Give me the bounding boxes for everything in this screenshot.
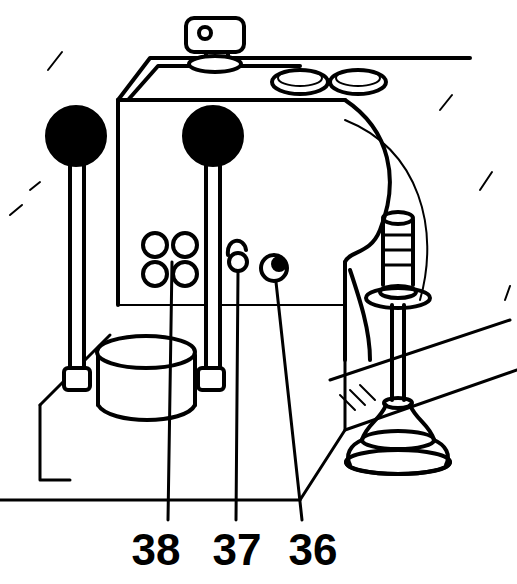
callout-number: 36 — [289, 528, 338, 572]
callout-number: 37 — [213, 528, 262, 572]
callout-number: 38 — [132, 528, 181, 572]
